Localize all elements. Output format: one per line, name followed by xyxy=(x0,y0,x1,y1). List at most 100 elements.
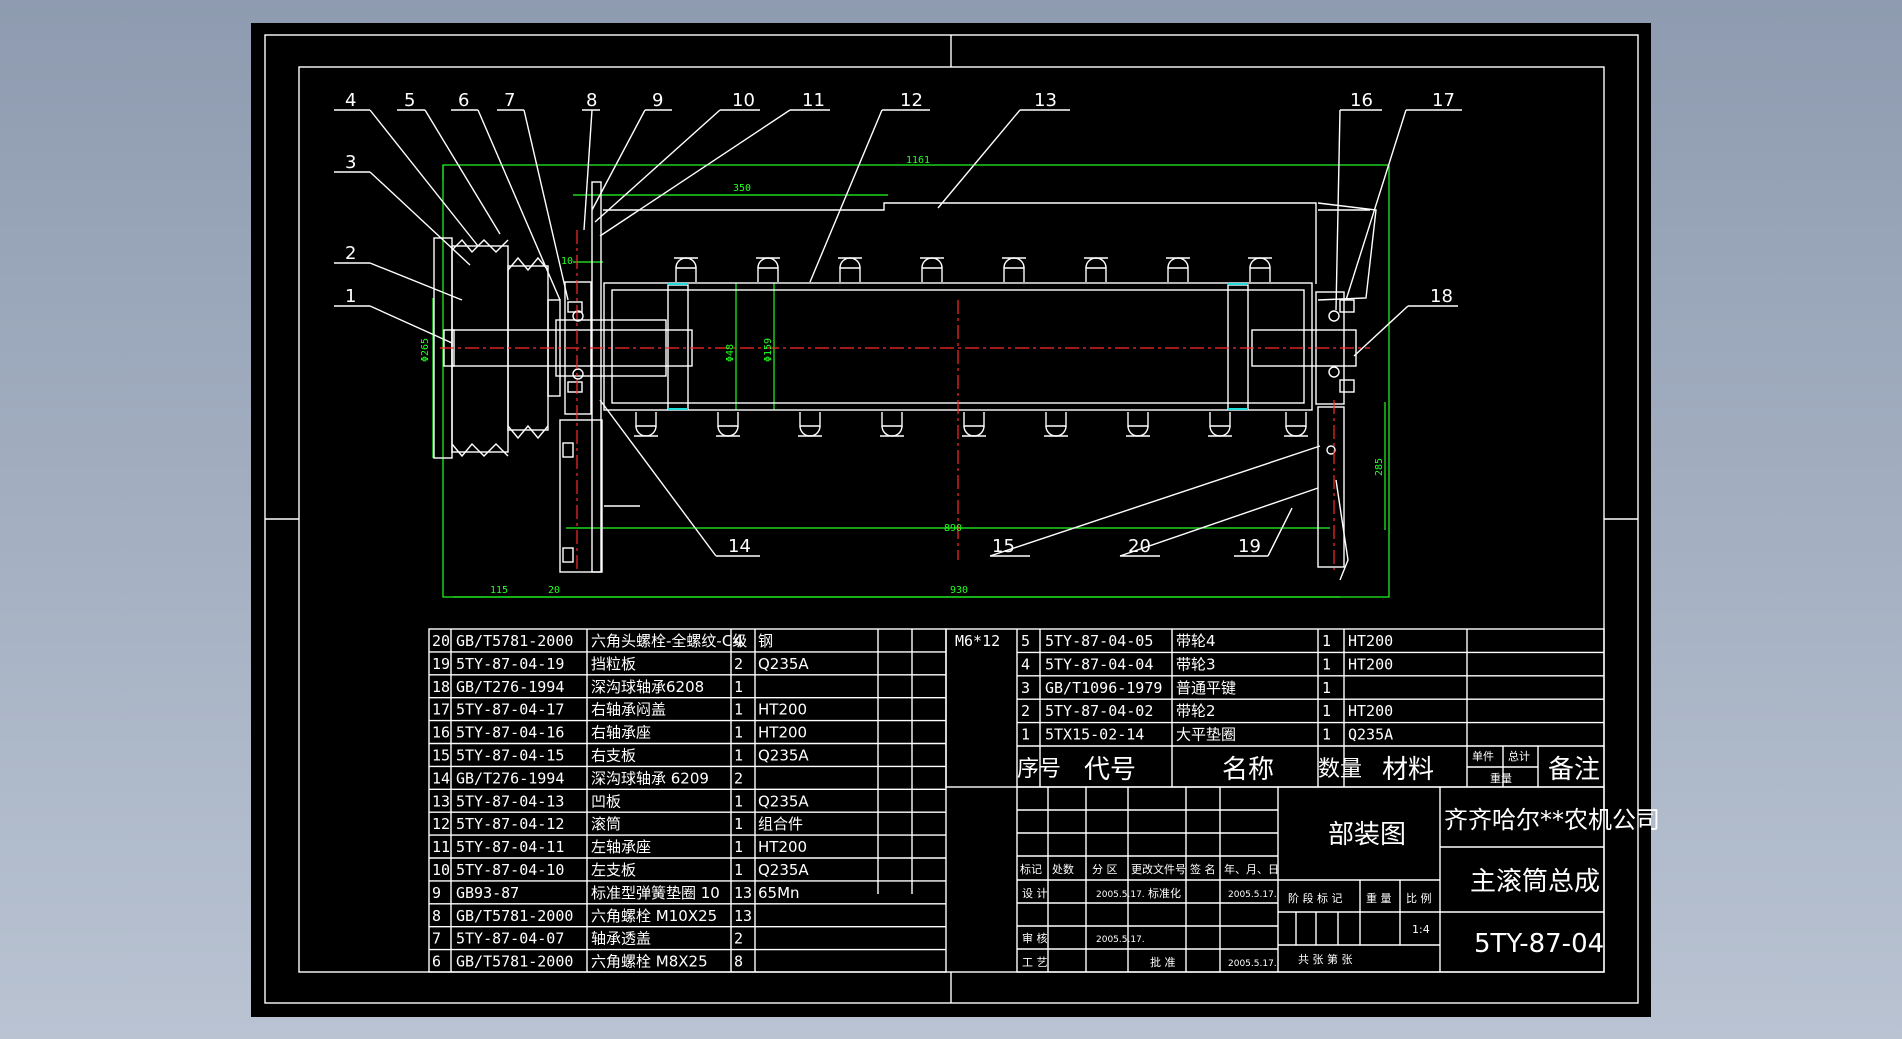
bom-cell-no: 11 xyxy=(432,838,450,856)
bom-cell-no: 1 xyxy=(1021,726,1030,744)
assembly-title: 主滚筒总成 xyxy=(1470,867,1600,897)
rev-head-date: 年、月、日 xyxy=(1224,862,1279,876)
part-label: 12 xyxy=(900,90,923,111)
bom-cell-name: 轴承透盖 xyxy=(591,930,651,948)
bom-cell-code: 5TY-87-04-16 xyxy=(456,724,564,742)
part-label: 19 xyxy=(1238,536,1261,557)
bom-cell-qty: 13 xyxy=(734,884,752,902)
concave-plate xyxy=(603,202,1317,284)
company-name: 齐齐哈尔**农机公司 xyxy=(1444,806,1660,834)
bom-cell-mat: HT200 xyxy=(758,701,807,719)
bom-cell-qty: 8 xyxy=(734,953,743,971)
part-label: 15 xyxy=(992,536,1015,557)
bom-cell-qty: 1 xyxy=(734,701,743,719)
part-label: 13 xyxy=(1034,90,1057,111)
bom-cell-code: GB/T5781-2000 xyxy=(456,953,573,971)
right-support-plate xyxy=(1317,406,1345,568)
part-label: 20 xyxy=(1128,536,1151,557)
bom-cell-no: 13 xyxy=(432,792,450,810)
bom-cell-no: 19 xyxy=(432,655,450,673)
dim-20: 20 xyxy=(548,585,560,596)
bom-cell-mat: HT200 xyxy=(758,724,807,742)
part-label: 10 xyxy=(732,90,755,111)
bom-cell-name: 左轴承座 xyxy=(591,838,651,856)
bom-cell-code: 5TY-87-04-02 xyxy=(1045,702,1153,720)
bom-cell-mat: 65Mn xyxy=(758,884,800,902)
drawing-sheet xyxy=(251,23,1651,1017)
approve-label: 批 准 xyxy=(1150,955,1176,969)
bom-cell-mat: Q235A xyxy=(758,861,809,879)
bom-cell-code: GB/T1096-1979 xyxy=(1045,679,1162,697)
bom-cell-qty: 1 xyxy=(734,861,743,879)
bom-cell-qty: 13 xyxy=(734,907,752,925)
bom-cell-code: 5TY-87-04-05 xyxy=(1045,632,1153,650)
bom-cell-name: 左支板 xyxy=(591,861,636,879)
dim-285: 285 xyxy=(1374,458,1385,476)
part-label: 8 xyxy=(586,90,597,111)
drawing-number: 5TY-87-04 xyxy=(1474,929,1604,959)
rev-head-doc: 更改文件号 xyxy=(1131,862,1186,876)
rev-head-sign: 签 名 xyxy=(1190,862,1216,876)
scale: 1:4 xyxy=(1412,923,1430,936)
bom-header-weight: 重量 xyxy=(1490,771,1512,785)
bom-cell-no: 5 xyxy=(1021,632,1030,650)
bom-cell-code: GB/T5781-2000 xyxy=(456,907,573,925)
bom-cell-code: 5TY-87-04-13 xyxy=(456,792,564,810)
bom-cell-qty: 1 xyxy=(734,815,743,833)
bom-cell-name: 普通平键 xyxy=(1176,679,1236,697)
bom-cell-no: 7 xyxy=(432,930,441,948)
bom-cell-qty: 1 xyxy=(734,724,743,742)
bom-cell-no: 10 xyxy=(432,861,450,879)
weight-label: 重 量 xyxy=(1366,891,1392,905)
dim-phi159: Φ159 xyxy=(763,338,774,362)
bom-header-seq: 序号 xyxy=(1017,757,1061,782)
bom-cell-mat: HT200 xyxy=(1348,702,1393,720)
part-label: 11 xyxy=(802,90,825,111)
bom-cell-name: 带轮4 xyxy=(1176,632,1216,650)
bom-cell-code: 5TY-87-04-19 xyxy=(456,655,564,673)
bom-cell-no: 8 xyxy=(432,907,441,925)
bom-cell-name: 滚筒 xyxy=(591,815,621,833)
standard-date: 2005.5.17. xyxy=(1228,890,1277,900)
bom-cell-qty: 1 xyxy=(1322,679,1331,697)
part-label: 3 xyxy=(345,152,356,173)
bom-cell-no: 17 xyxy=(432,701,450,719)
dim-phi48: Φ48 xyxy=(725,344,736,362)
bom-cell-mat: HT200 xyxy=(758,838,807,856)
approve-date: 2005.5.17. xyxy=(1228,959,1277,969)
bom-cell-code: 5TY-87-04-04 xyxy=(1045,655,1153,673)
bom-header-name: 名称 xyxy=(1222,755,1274,785)
bom-cell-no: 16 xyxy=(432,724,450,742)
bom-cell-no: 20 xyxy=(432,632,450,650)
bom-cell-name: 六角螺栓 M10X25 xyxy=(591,907,717,925)
bom-cell-no: 2 xyxy=(1021,702,1030,720)
part-label: 9 xyxy=(652,90,663,111)
standard-label: 标准化 xyxy=(1148,886,1181,900)
part-labels: 1 2 3 4 5 6 7 8 9 10 11 12 13 14 15 16 1… xyxy=(345,90,1455,557)
part-label: 4 xyxy=(345,90,356,111)
drawing-type: 部装图 xyxy=(1328,820,1406,850)
bom-cell-name: 带轮3 xyxy=(1176,655,1216,673)
part-label: 5 xyxy=(404,90,415,111)
bom-cell-code: GB93-87 xyxy=(456,884,519,902)
bom-cell-name: 带轮2 xyxy=(1176,702,1216,720)
dimension-texts: 1161 350 10 115 20 930 890 285 Φ265 Φ48 … xyxy=(420,155,1385,596)
bom-cell-name: 深沟球轴承6208 xyxy=(591,678,704,696)
bom-cell-mat: Q235A xyxy=(758,792,809,810)
bom-cell-code: 5TY-87-04-15 xyxy=(456,747,564,765)
bom-cell-name: 右轴承座 xyxy=(591,724,651,742)
bom-cell-qty: 1 xyxy=(734,678,743,696)
design-label: 设 计 xyxy=(1022,887,1048,900)
bom-header-total: 总计 xyxy=(1508,749,1530,763)
ratio-label: 比 例 xyxy=(1406,891,1432,905)
bom-cell-mat: Q235A xyxy=(758,747,809,765)
bom-cell-qty: 1 xyxy=(734,838,743,856)
bom-cell-code: 5TY-87-04-12 xyxy=(456,815,564,833)
bom-cell-code: GB/T276-1994 xyxy=(456,678,564,696)
bom-cell-qty: 4 xyxy=(734,632,743,650)
bom-header-qty: 数量 xyxy=(1318,757,1362,782)
bom-cell-code: 5TY-87-04-17 xyxy=(456,701,564,719)
